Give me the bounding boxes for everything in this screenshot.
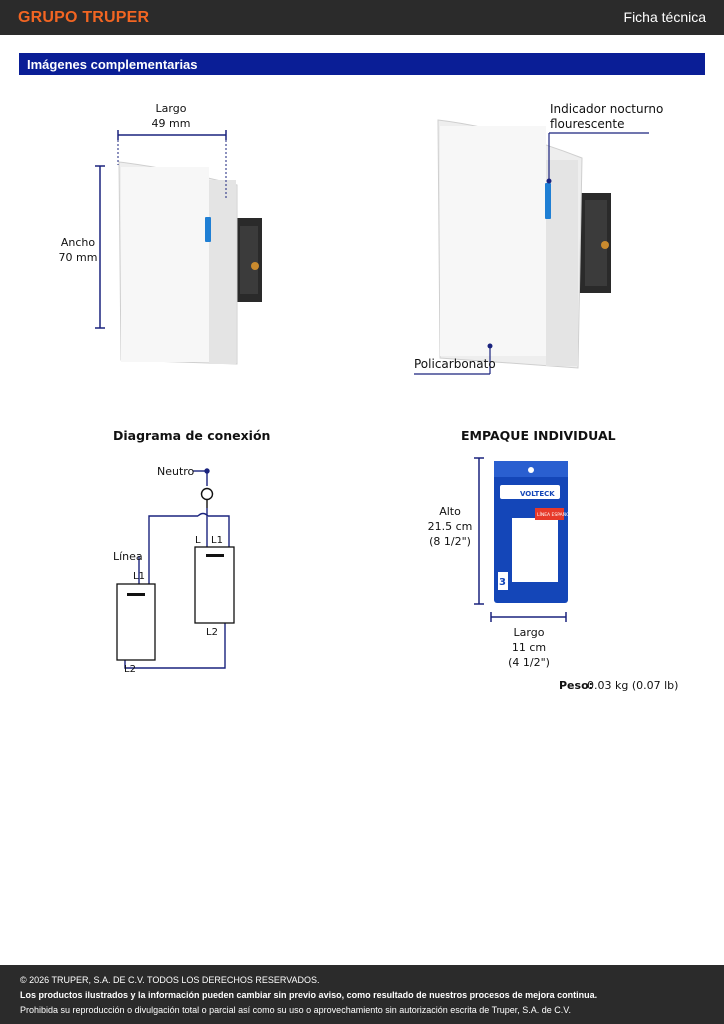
largo-value: 49 mm <box>151 117 191 130</box>
section-header: Imágenes complementarias <box>19 53 705 75</box>
alto-in: (8 1/2") <box>429 535 471 548</box>
indicator-label-line2: flourescente <box>550 117 625 131</box>
alto-cm: 21.5 cm <box>427 520 473 533</box>
right-l1-label: L1 <box>211 535 223 546</box>
footer: © 2026 TRUPER, S.A. DE C.V. TODOS LOS DE… <box>0 965 724 1024</box>
package-image <box>494 461 568 603</box>
wiring-diagram <box>124 468 230 669</box>
material-label: Policarbonato <box>414 357 496 371</box>
footer-prohibition: Prohibida su reproducción o divulgación … <box>20 1005 571 1015</box>
document-type: Ficha técnica <box>623 9 706 25</box>
diagram-title: Diagrama de conexión <box>113 428 271 443</box>
ancho-value: 70 mm <box>58 251 98 264</box>
package-brand-text: VOLTECK <box>520 490 555 498</box>
right-switch-box <box>194 546 235 624</box>
linea-label: Línea <box>113 550 143 563</box>
alto-label: Alto <box>439 505 461 518</box>
package-title: EMPAQUE INDIVIDUAL <box>461 428 616 443</box>
package-largo-in: (4 1/2") <box>508 656 550 669</box>
section-title: Imágenes complementarias <box>27 57 198 72</box>
package-count-text: 3 <box>499 577 506 588</box>
footer-copyright: © 2026 TRUPER, S.A. DE C.V. TODOS LOS DE… <box>20 975 320 985</box>
weight-label: Peso: <box>559 679 594 692</box>
left-switch-box <box>116 583 156 661</box>
neutro-label: Neutro <box>157 465 195 478</box>
right-l2-label: L2 <box>206 627 218 638</box>
package-badge-text: LÍNEA ESPAÑOLA <box>537 511 576 518</box>
weight-value: 0.03 kg (0.07 lb) <box>587 679 679 692</box>
left-l1-label: L1 <box>133 571 145 582</box>
switch-dimensions-image <box>118 161 262 365</box>
top-bar: GRUPO TRUPER Ficha técnica <box>0 0 724 35</box>
right-l-label: L <box>195 535 201 546</box>
indicator-label-line1: Indicador nocturno <box>550 102 664 116</box>
left-l2-label: L2 <box>124 664 136 675</box>
footer-notice: Los productos ilustrados y la informació… <box>20 990 598 1000</box>
package-largo-cm: 11 cm <box>511 641 547 654</box>
switch-features-image <box>437 119 611 369</box>
package-largo-label: Largo <box>513 626 545 639</box>
ancho-label: Ancho <box>60 236 96 249</box>
brand-logo: GRUPO TRUPER <box>18 9 150 26</box>
largo-label: Largo <box>155 102 187 115</box>
